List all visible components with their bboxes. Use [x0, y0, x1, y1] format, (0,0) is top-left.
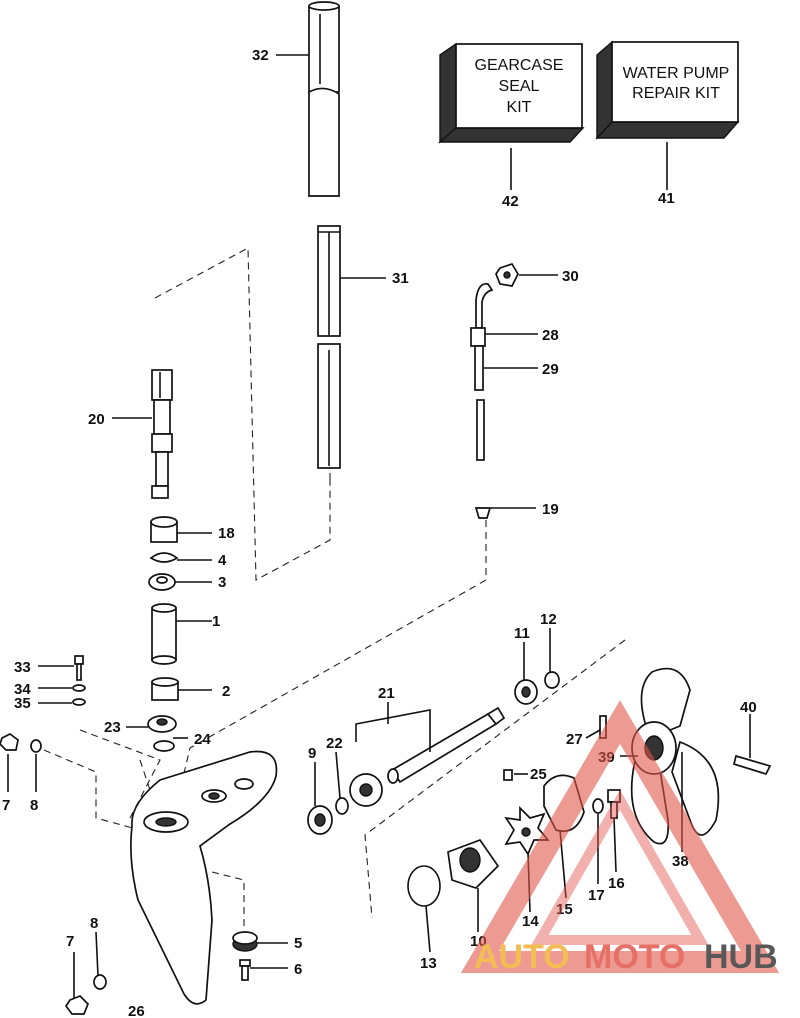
part-5-spacer [232, 931, 258, 952]
callout-2: 2 [222, 683, 230, 700]
part-17-washer [592, 798, 604, 814]
callout-41: 41 [658, 190, 675, 207]
callout-32: 32 [252, 47, 269, 64]
callout-26: 26 [128, 1003, 145, 1018]
assembly-guide-lines [43, 247, 626, 930]
part-22-washer [335, 797, 349, 815]
callout-4: 4 [218, 552, 227, 569]
callout-14: 14 [522, 913, 539, 930]
callout-9: 9 [308, 745, 316, 762]
callout-12: 12 [540, 611, 557, 628]
part-14-impeller [504, 805, 550, 856]
part-6-screw [239, 959, 251, 981]
callout-6: 6 [294, 961, 302, 978]
callout-16: 16 [608, 875, 625, 892]
part-18-bushing [150, 516, 178, 543]
part-32-water-tube [308, 1, 340, 197]
callout-33: 33 [14, 659, 31, 676]
callout-28: 28 [542, 327, 559, 344]
callout-24: 24 [194, 731, 211, 748]
part-12-seal [544, 671, 560, 689]
callout-29: 29 [542, 361, 559, 378]
callout-23: 23 [104, 719, 121, 736]
callout-18: 18 [218, 525, 235, 542]
callout-35: 35 [14, 695, 31, 712]
callout-38: 38 [672, 853, 689, 870]
callout-22: 22 [326, 735, 343, 752]
gearcase-kit-line-1: GEARCASE [475, 57, 564, 74]
part-1-bearing-sleeve [151, 603, 177, 665]
callout-21: 21 [378, 685, 395, 702]
part-24-washer [153, 740, 175, 752]
part-30-nut [495, 262, 519, 287]
callout-1: 1 [212, 613, 220, 630]
callout-34: 34 [14, 681, 31, 698]
watermark-hub: HUB [704, 938, 778, 976]
watermark-moto: MOTO [584, 938, 685, 976]
part-4-retaining-ring [149, 552, 179, 563]
callout-30: 30 [562, 268, 579, 285]
part-10-pump-housing [447, 838, 500, 889]
callout-13: 13 [420, 955, 437, 972]
part-13-o-ring [407, 865, 441, 907]
callout-42: 42 [502, 193, 519, 210]
callout-20: 20 [88, 411, 105, 428]
part-9-bearing [307, 805, 333, 835]
callout-27: 27 [566, 731, 583, 748]
part-3-washer [148, 573, 176, 591]
part-22-gear [349, 773, 383, 807]
callout-19: 19 [542, 501, 559, 518]
watermark-auto: AUTO [474, 938, 570, 976]
part-7-8-bolt-washer-left [0, 733, 42, 753]
gearcase-kit-line-3: KIT [507, 99, 532, 116]
water-pump-kit-line-2: REPAIR KIT [632, 85, 720, 102]
callout-numbers: 1 2 3 4 5 6 7 8 9 10 11 12 13 14 15 16 1… [2, 47, 757, 1018]
part-7-8-bolt-washer-bottom [64, 974, 107, 1015]
part-28-29-shift-rod [470, 282, 494, 461]
water-pump-repair-kit-box: WATER PUMP REPAIR KIT [595, 40, 740, 140]
part-26-gearcase [130, 750, 278, 1005]
part-19-grommet [474, 507, 492, 519]
gearcase-kit-line-2: SEAL [499, 78, 540, 95]
part-21-propeller-shaft [387, 706, 506, 784]
part-23-gear [147, 715, 177, 733]
leader-lines [7, 54, 751, 998]
part-20-driveshaft [151, 369, 173, 499]
callout-11: 11 [514, 625, 530, 642]
part-31-housing-tube [317, 225, 341, 469]
callout-5: 5 [294, 935, 302, 952]
callout-8-bottom: 8 [90, 915, 98, 932]
part-40-cotter-pin [732, 754, 772, 776]
callout-7-bottom: 7 [66, 933, 74, 950]
part-2-bearing [151, 677, 179, 701]
part-33-35-screw-washers [72, 655, 86, 706]
callout-8: 8 [30, 797, 38, 814]
callout-3: 3 [218, 574, 226, 591]
callout-40: 40 [740, 699, 757, 716]
water-pump-kit-line-1: WATER PUMP [623, 65, 730, 82]
callout-31: 31 [392, 270, 409, 287]
callout-17: 17 [588, 887, 605, 904]
automotohub-watermark: AUTO MOTO HUB [460, 700, 780, 976]
part-11-bearing [514, 679, 538, 705]
part-25-pin [503, 769, 513, 781]
callout-25: 25 [530, 766, 547, 783]
callout-7: 7 [2, 797, 10, 814]
callout-15: 15 [556, 901, 573, 918]
gearcase-seal-kit-box: GEARCASE SEAL KIT [438, 42, 585, 144]
